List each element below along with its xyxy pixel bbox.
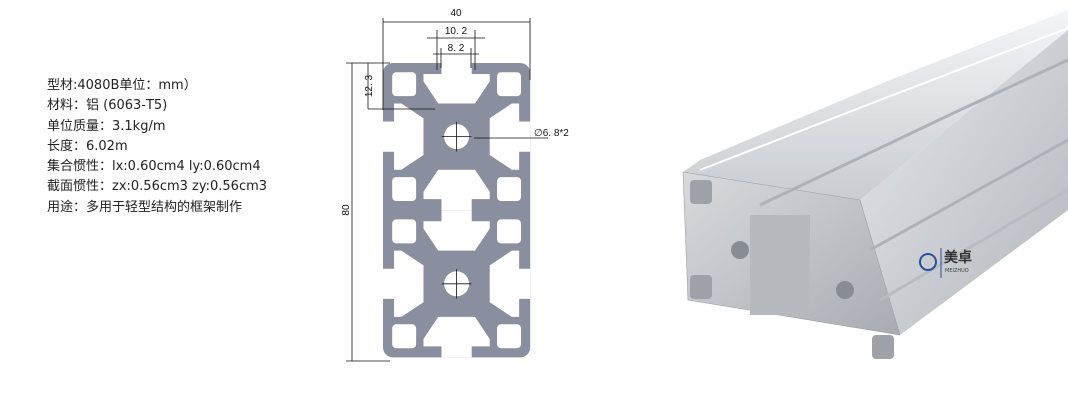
corner-cavity — [392, 219, 417, 244]
spec-section-modulus: 截面惯性：zx:0.56cm3 zy:0.56cm3 — [47, 179, 268, 195]
corner-cavity — [497, 177, 521, 201]
slot-outer-dimension: 10. 2 — [445, 26, 468, 37]
t-slot — [383, 103, 424, 170]
width-dimension: 40 — [450, 8, 462, 19]
svg-text:美卓: 美卓 — [944, 249, 972, 266]
t-slot — [423, 63, 490, 104]
spec-usage: 用途：多用于轻型结构的框架制作 — [47, 199, 243, 215]
spec-length: 长度：6.02m — [47, 138, 128, 154]
t-slot — [423, 169, 490, 211]
corner-cavity — [497, 219, 521, 244]
corner-cavity — [392, 177, 417, 201]
t-slot — [489, 250, 531, 317]
profile-cross-section — [383, 63, 531, 358]
corner-cavity — [392, 324, 417, 349]
t-slot — [489, 103, 531, 170]
height-dimension: 80 — [341, 204, 352, 216]
spec-list: 型材:4080B单位：mm） 材料：铝 (6063-T5) 单位质量：3.1kg… — [47, 76, 267, 218]
hole-dimension: ∅6. 8*2 — [534, 128, 569, 139]
corner-cavity — [392, 72, 417, 97]
t-slot — [423, 210, 490, 251]
dimension-lines — [346, 18, 548, 362]
corner-cavity — [497, 324, 521, 349]
svg-text:MEIZHUO: MEIZHUO — [945, 268, 969, 274]
spec-model: 型材:4080B单位：mm） — [47, 78, 197, 93]
profile-3d-render — [682, 10, 1068, 359]
corner-cavity — [497, 72, 521, 97]
brand-logo: 美卓 MEIZHUO — [919, 248, 972, 278]
spec-unit-weight: 单位质量：3.1kg/m — [47, 118, 166, 134]
t-slot — [423, 316, 490, 358]
t-slot — [383, 250, 424, 317]
slot-opening-dimension: 8. 2 — [448, 43, 465, 54]
slot-depth-dimension: 12. 3 — [364, 74, 375, 97]
spec-material: 材料：铝 (6063-T5) — [47, 98, 168, 114]
spec-moment-of-inertia: 集合惯性：lx:0.60cm4 ly:0.60cm4 — [47, 159, 261, 175]
